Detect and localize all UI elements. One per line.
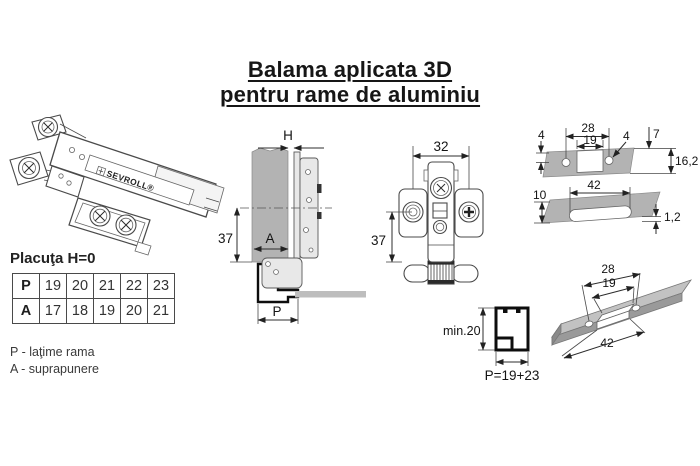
- table-cell: 20: [66, 273, 94, 299]
- table-cell: 17: [39, 298, 67, 324]
- dim-p-range-label: P=19+23: [485, 368, 540, 383]
- cross-screw-icon: [464, 207, 474, 217]
- table-cell: 20: [120, 298, 148, 324]
- table-row: A 17 18 19 20 21: [12, 298, 175, 324]
- dim-4-left-label: 4: [538, 128, 545, 142]
- legend-p: P - laţime rama: [10, 345, 95, 359]
- dim-28-label: 28: [581, 121, 595, 135]
- milling-section-views: 28 19 4 4 7 16,2 42 10: [533, 121, 699, 234]
- phillips-screw-icon: [43, 122, 53, 132]
- page-title-line1: Balama aplicata 3D: [247, 57, 453, 82]
- row-header-p: P: [12, 273, 40, 299]
- profile-cross-section: min.20 P=19+23: [443, 306, 540, 383]
- knurl-pattern: [430, 263, 453, 282]
- dim-37-label: 37: [218, 231, 233, 246]
- glass-panel: [295, 291, 366, 298]
- dim-32-label: 32: [433, 139, 448, 154]
- dim-h-label: H: [283, 128, 293, 143]
- dim-4-right-label: 4: [623, 129, 630, 143]
- dim-10-label: 10: [533, 188, 547, 202]
- placuta-table: P 19 20 21 22 23 A 17 18 19 20 21: [12, 273, 175, 324]
- page-title-line2: pentru rame de aluminiu: [219, 82, 481, 107]
- table-caption: Placuţa H=0: [10, 250, 96, 267]
- table-cell: 18: [66, 298, 94, 324]
- dim-162-label: 16,2: [675, 154, 699, 168]
- dim-bar-19-label: 19: [602, 276, 616, 290]
- phillips-screw-icon: [23, 162, 35, 174]
- dim-p-label: P: [272, 304, 281, 319]
- table-row: P 19 20 21 22 23: [12, 273, 175, 299]
- table-cell: 19: [93, 298, 121, 324]
- bar-end-face: [551, 322, 562, 347]
- table-cell: 21: [147, 298, 175, 324]
- table-cell: 23: [147, 273, 175, 299]
- dim-37-front-label: 37: [371, 233, 386, 248]
- legend: P - laţime rama A - suprapunere: [10, 344, 99, 378]
- front-view: 32: [371, 139, 484, 285]
- dim-min20-label: min.20: [443, 324, 481, 338]
- hinge-isometric-drawing: SEVROLL®: [9, 114, 225, 256]
- dim-19-label: 19: [583, 133, 597, 147]
- table-cell: 19: [39, 273, 67, 299]
- row-header-a: A: [12, 298, 40, 324]
- dim-a-label: A: [265, 231, 274, 246]
- table-cell: 22: [120, 273, 148, 299]
- dim-7-label: 7: [653, 127, 660, 141]
- phillips-screw-icon: [94, 210, 106, 222]
- side-section-view: H 37 A P: [218, 128, 366, 324]
- phillips-screw-icon: [120, 219, 132, 231]
- dim-bar-42-label: 42: [600, 336, 614, 350]
- profile-isometric-drawing: 28 19 42: [550, 262, 693, 359]
- legend-a: A - suprapunere: [10, 362, 99, 376]
- dim-12-label: 1,2: [664, 210, 681, 224]
- table-cell: 21: [93, 273, 121, 299]
- phillips-screw-icon: [436, 183, 446, 193]
- page-title: Balama aplicata 3D pentru rame de alumin…: [0, 57, 700, 107]
- dim-42-label: 42: [587, 178, 601, 192]
- dim-bar-28-label: 28: [601, 262, 615, 276]
